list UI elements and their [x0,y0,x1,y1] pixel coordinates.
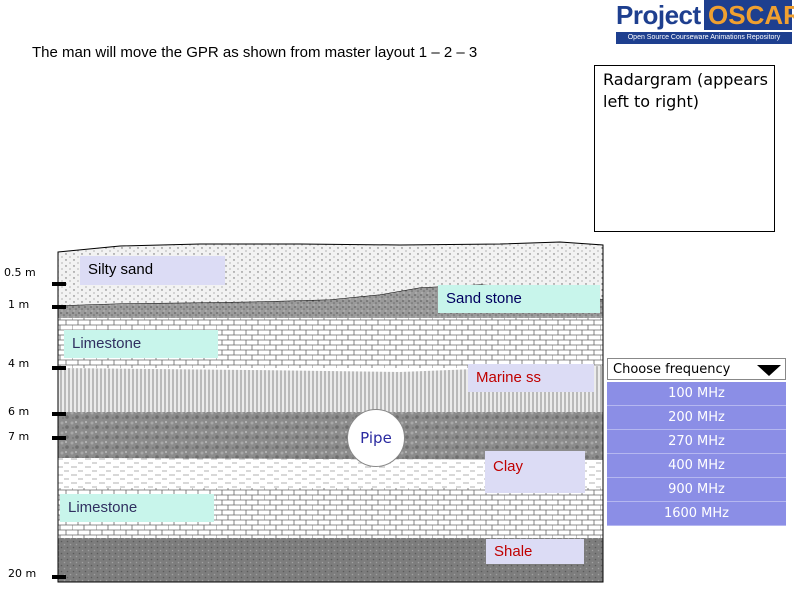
depth-label-20m: 20 m [8,567,37,580]
label-marine-ss: Marine ss [468,364,594,392]
depth-tick [52,436,66,440]
logo-tagline: Open Source Courseware Animations Reposi… [616,32,792,44]
label-limestone-upper: Limestone [64,330,218,358]
depth-label-6m: 6 m [8,405,30,418]
logo-word-oscar: OSCAR [708,0,794,30]
frequency-dropdown[interactable]: Choose frequency [607,358,786,380]
frequency-option-1600mhz[interactable]: 1600 MHz [607,502,786,526]
depth-label-4m: 4 m [8,357,30,370]
frequency-option-400mhz[interactable]: 400 MHz [607,454,786,478]
depth-tick [52,282,66,286]
frequency-option-900mhz[interactable]: 900 MHz [607,478,786,502]
label-limestone-lower: Limestone [60,494,214,522]
project-oscar-logo: Project OSCAR Open Source Courseware Ani… [612,0,794,48]
depth-tick [52,305,66,309]
frequency-option-100mhz[interactable]: 100 MHz [607,382,786,406]
dropdown-arrow-icon[interactable] [757,365,781,376]
instruction-text: The man will move the GPR as shown from … [32,44,478,61]
label-clay: Clay [485,451,585,493]
depth-tick [52,412,66,416]
frequency-option-270mhz[interactable]: 270 MHz [607,430,786,454]
frequency-dropdown-label: Choose frequency [613,362,731,377]
depth-tick [52,575,66,579]
frequency-option-200mhz[interactable]: 200 MHz [607,406,786,430]
label-sand-stone: Sand stone [438,285,600,313]
radargram-label: Radargram (appears left to right) [603,70,768,111]
label-shale: Shale [486,539,584,564]
radargram-panel: Radargram (appears left to right) [594,65,775,232]
pipe-target: Pipe [347,409,405,467]
logo-word-project: Project [616,0,701,30]
depth-label-1m: 1 m [8,298,30,311]
depth-tick [52,366,66,370]
depth-label-7m: 7 m [8,430,30,443]
label-silty-sand: Silty sand [80,256,225,285]
depth-label-0-5m: 0.5 m [4,266,36,279]
